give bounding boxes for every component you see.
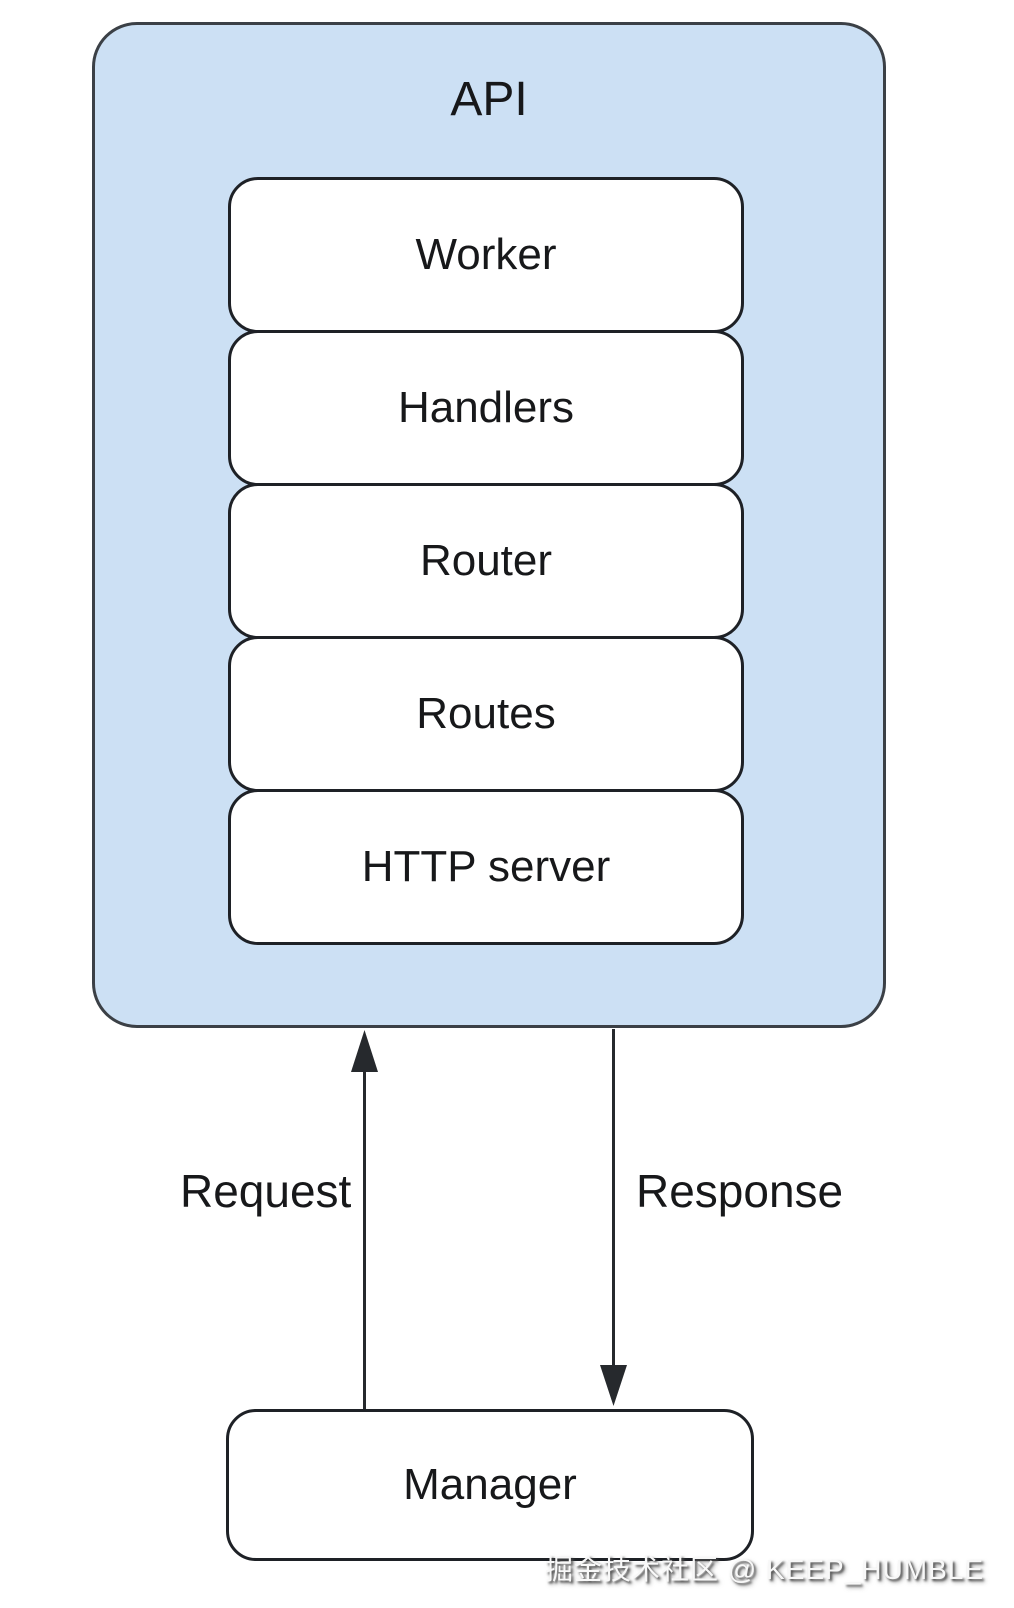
layer-node-worker: Worker	[228, 177, 744, 333]
api-container-label: API	[450, 73, 528, 126]
manager-node: Manager	[226, 1409, 754, 1561]
api-container-node: API Worker Handlers Router Routes HTTP s…	[92, 22, 886, 1028]
api-layer-stack: Worker Handlers Router Routes HTTP serve…	[228, 177, 744, 945]
layer-node-router-label: Router	[419, 536, 553, 585]
response-arrowhead-down-icon	[600, 1365, 627, 1406]
layer-node-handlers: Handlers	[228, 330, 744, 486]
response-arrow	[600, 1029, 627, 1406]
manager-node-label: Manager	[403, 1460, 577, 1509]
layer-node-routes: Routes	[228, 636, 744, 792]
layer-node-http-server-label: HTTP server	[361, 842, 611, 891]
watermark: 掘金技术社区 @ KEEP_HUMBLE	[545, 1554, 984, 1585]
response-edge-label: Response	[636, 1165, 844, 1217]
layer-node-handlers-label: Handlers	[397, 383, 575, 432]
layer-node-routes-label: Routes	[416, 689, 556, 738]
layer-node-worker-label: Worker	[415, 230, 557, 279]
layer-node-http-server: HTTP server	[228, 789, 744, 945]
layer-node-router: Router	[228, 483, 744, 639]
request-arrowhead-up-icon	[351, 1030, 378, 1072]
request-edge-label: Request	[180, 1165, 352, 1217]
request-arrow	[351, 1030, 378, 1411]
